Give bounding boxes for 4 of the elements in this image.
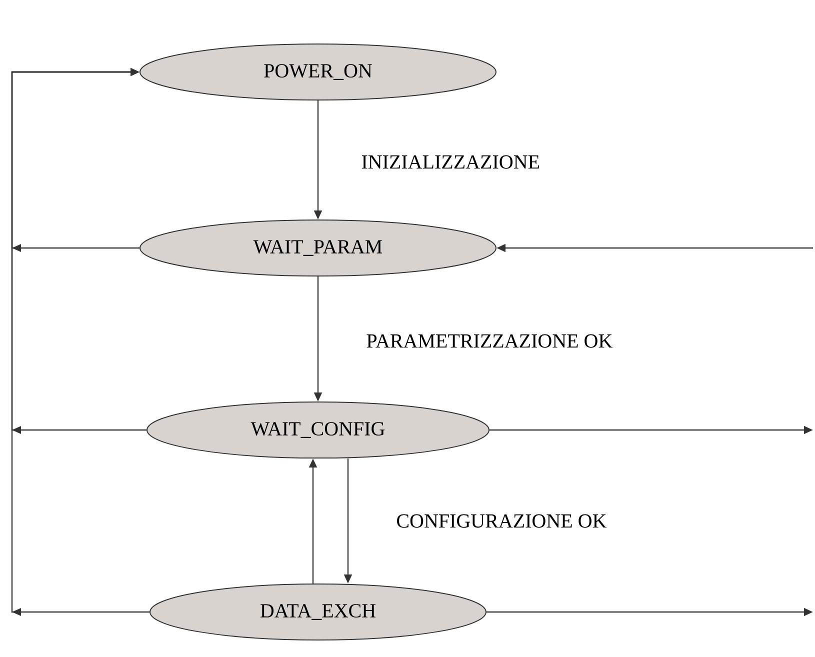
- edge-label: PARAMETRIZZAZIONE OK: [366, 334, 612, 348]
- arrow: [11, 68, 150, 616]
- edge-label: CONFIGURAZIONE OK: [397, 514, 607, 528]
- edge-label: INIZIALIZZAZIONE: [362, 155, 540, 169]
